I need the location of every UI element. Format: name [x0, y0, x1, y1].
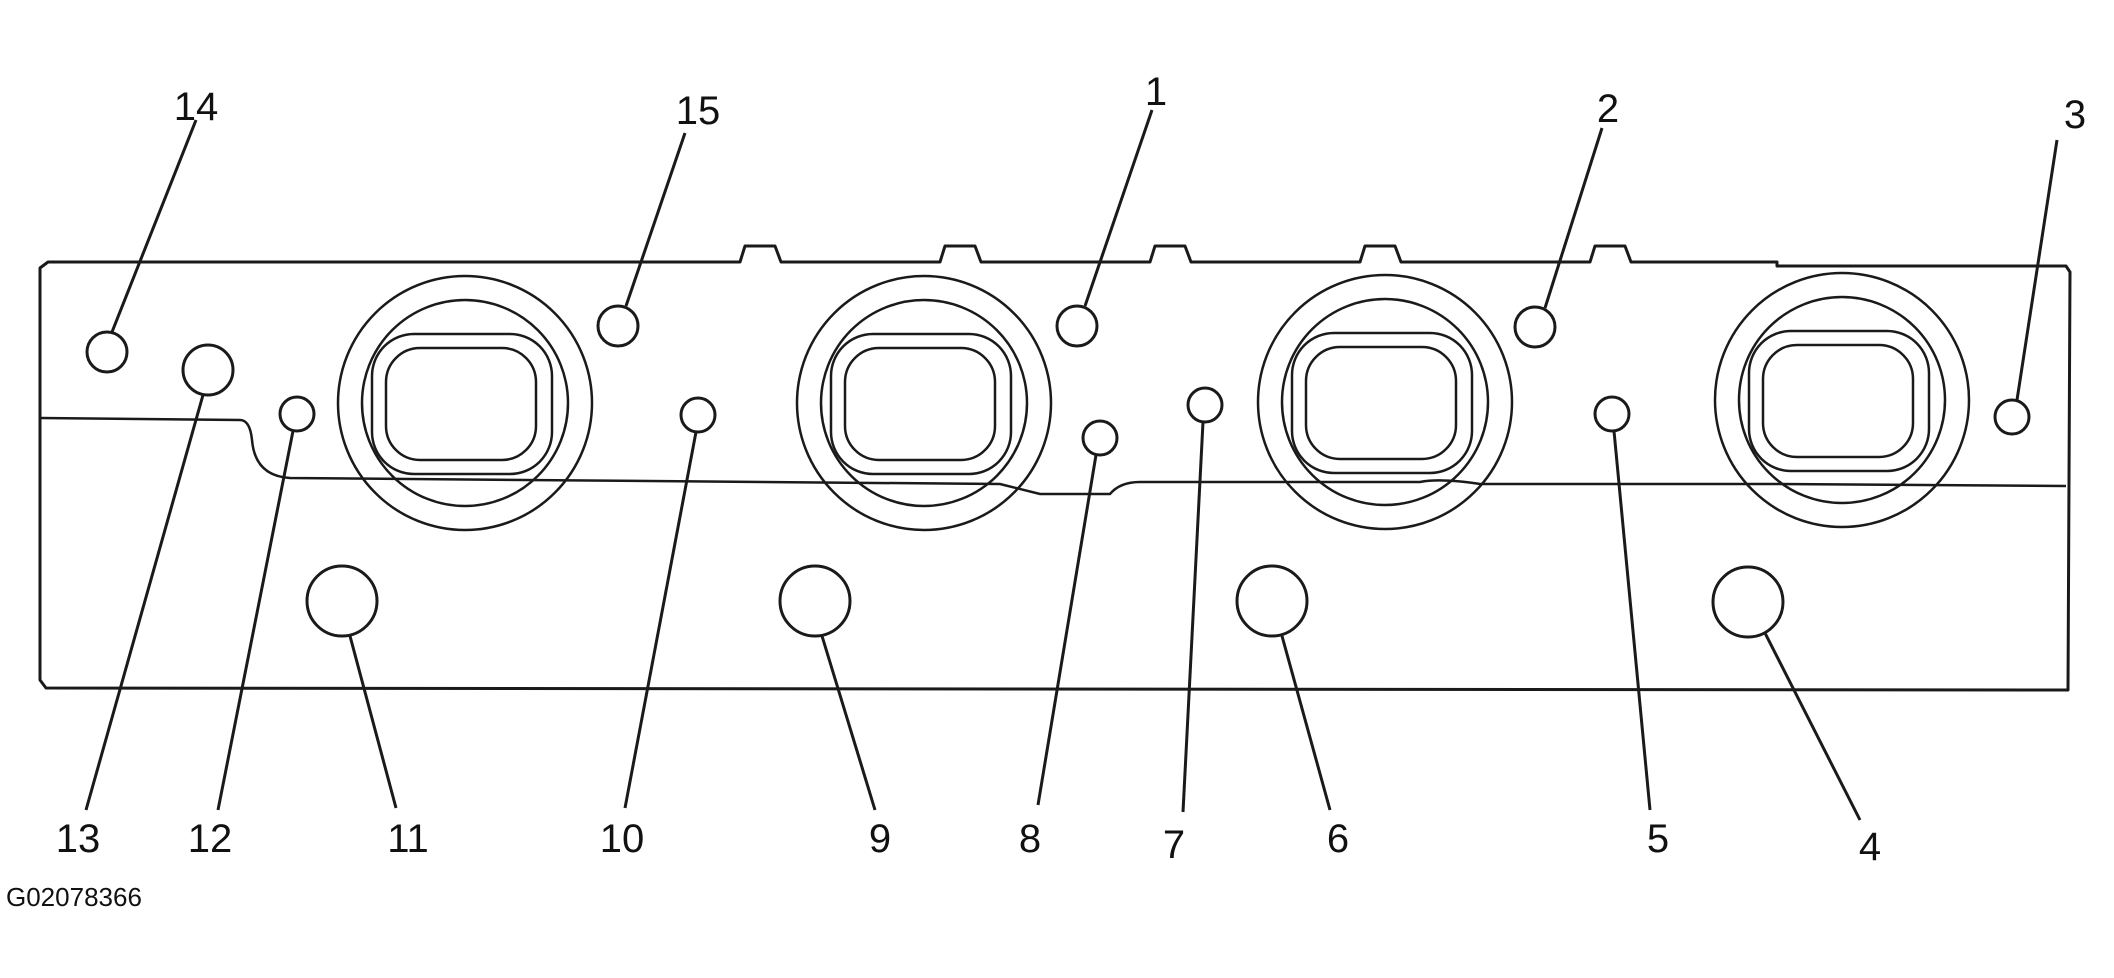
bolt-hole-14 — [85, 330, 129, 374]
leader-line-11 — [348, 635, 398, 809]
bolt-hole-10 — [679, 396, 717, 434]
callout-4: 4 — [1859, 825, 1881, 869]
leader-line-10 — [623, 431, 698, 809]
bolt-hole-4 — [1711, 565, 1785, 639]
callout-8: 8 — [1019, 817, 1041, 861]
bolt-hole-7 — [1186, 386, 1224, 424]
callout-3: 3 — [2064, 93, 2086, 137]
callout-11: 11 — [387, 817, 429, 861]
exhaust-port-3 — [1256, 273, 1514, 531]
leader-line-6 — [1280, 635, 1332, 811]
leader-line-5 — [1612, 430, 1652, 811]
callout-6: 6 — [1327, 817, 1349, 861]
leader-line-15 — [624, 132, 687, 307]
callout-12: 12 — [188, 817, 233, 861]
bolt-hole-2 — [1513, 305, 1557, 349]
callout-1: 1 — [1145, 70, 1167, 114]
callout-10: 10 — [600, 817, 645, 861]
exhaust-port-2 — [795, 274, 1053, 532]
leader-line-1 — [1083, 109, 1154, 307]
bolt-hole-15 — [596, 304, 640, 348]
bolt-hole-11 — [305, 564, 379, 638]
bolt-hole-5 — [1593, 395, 1631, 433]
leader-line-12 — [216, 430, 295, 811]
leader-line-14 — [110, 119, 198, 333]
leader-line-2 — [1543, 127, 1604, 309]
bolt-hole-8 — [1081, 419, 1119, 457]
leader-line-3 — [2015, 139, 2059, 401]
callout-9: 9 — [869, 817, 891, 861]
exhaust-port-1 — [336, 274, 594, 532]
bolt-hole-9 — [778, 564, 852, 638]
leader-line-9 — [820, 635, 877, 811]
gasket-outline — [38, 244, 2072, 692]
callout-2: 2 — [1597, 87, 1619, 131]
callout-14: 14 — [174, 85, 219, 129]
leader-line-13 — [84, 394, 205, 811]
bolt-hole-1 — [1055, 304, 1099, 348]
callout-5: 5 — [1647, 817, 1669, 861]
leader-line-7 — [1181, 421, 1205, 813]
callout-15: 15 — [676, 89, 721, 133]
bolt-hole-12 — [278, 395, 316, 433]
callout-13: 13 — [56, 817, 101, 861]
figure-id: G02078366 — [6, 882, 142, 912]
gasket-inner-edge — [39, 416, 2067, 496]
callout-7: 7 — [1163, 823, 1185, 867]
bolt-hole-6 — [1235, 564, 1309, 638]
leader-line-4 — [1763, 632, 1862, 821]
exhaust-port-4 — [1713, 271, 1971, 529]
leader-line-8 — [1036, 454, 1098, 806]
bolt-hole-3 — [1993, 398, 2031, 436]
bolt-hole-13 — [181, 343, 235, 397]
